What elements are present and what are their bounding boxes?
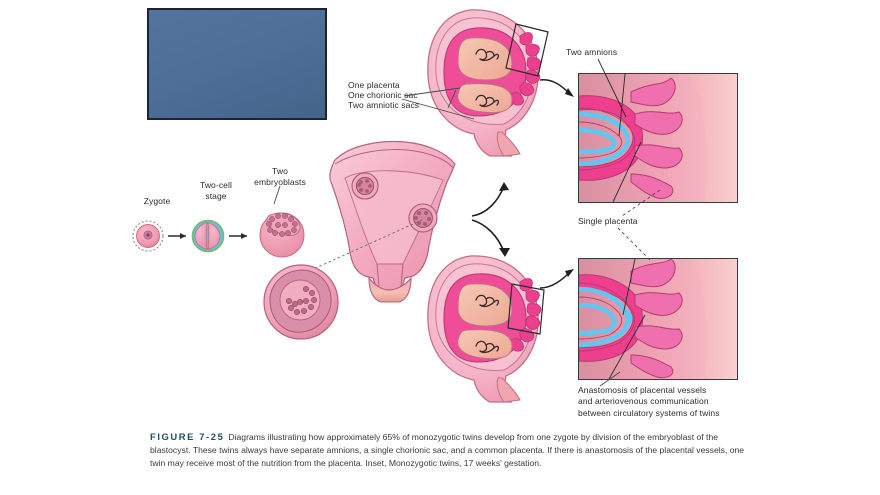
leader-chorionic-sac xyxy=(403,86,464,110)
arrow-zygote-to-two-cell xyxy=(168,233,186,239)
fundus-arc xyxy=(334,149,454,169)
leader-two-embryoblasts xyxy=(270,185,294,208)
twins-lower-panel xyxy=(408,252,568,403)
label-two-embryoblasts: Two embryoblasts xyxy=(254,166,306,187)
implantation-site-upper xyxy=(351,172,379,200)
amnion-outlines-upper xyxy=(579,107,635,171)
embryoblast-cluster xyxy=(285,285,318,316)
embryo-upper-2 xyxy=(475,294,500,308)
label-single-placenta: Single placenta xyxy=(578,216,638,226)
leader-single-placenta-up xyxy=(620,189,664,218)
label-zygote: Zygote xyxy=(143,196,171,206)
arrow-to-detail-lower xyxy=(538,262,580,296)
twins-upper-panel xyxy=(408,6,568,157)
two-cell-stage-illustration xyxy=(191,219,225,253)
embryo-lower-2 xyxy=(475,340,500,354)
cervix-upper xyxy=(496,131,521,157)
label-two-amniotic-sacs: Two amniotic sacs xyxy=(348,100,420,110)
detail-bracket-lower xyxy=(507,283,545,335)
embryo-upper xyxy=(475,48,500,62)
implantation-site-lower xyxy=(408,203,438,233)
detail-panel-upper xyxy=(578,73,738,203)
panel-leaders-lower xyxy=(608,259,646,379)
arrowhead-lower xyxy=(499,248,510,257)
cervix-lower xyxy=(496,377,521,403)
development-stage-sequence xyxy=(130,205,325,267)
panel-leaders-upper xyxy=(612,74,642,202)
two-embryoblasts-illustration xyxy=(259,212,305,258)
stem-villi-lower xyxy=(630,259,683,378)
zygote-illustration xyxy=(132,220,164,252)
arrowhead-upper xyxy=(499,182,509,191)
villi-detail-upper-svg xyxy=(579,74,737,202)
uterus-panel xyxy=(305,138,475,306)
chorionic-villi-lower xyxy=(510,278,542,352)
stem-villi-upper xyxy=(630,77,683,199)
amnion-vessels-upper xyxy=(579,111,630,167)
villi-detail-lower-svg xyxy=(579,259,737,379)
embryo-lower xyxy=(475,94,500,108)
inset-photo-twins xyxy=(147,8,327,120)
leader-one-placenta-to-uterus xyxy=(400,95,480,135)
maternal-side-bg-2 xyxy=(687,259,737,379)
figure-number: FIGURE 7-25 xyxy=(150,431,225,442)
amnion-outlines-lower xyxy=(579,282,635,352)
detail-bracket-upper xyxy=(505,23,549,77)
figure-caption-text: Diagrams illustrating how approximately … xyxy=(150,432,745,469)
label-two-amnions: Two amnions xyxy=(566,47,618,57)
embryoblast-cells xyxy=(266,213,298,237)
cervical-canal xyxy=(376,263,404,287)
arrow-two-cell-to-embryoblasts xyxy=(229,233,247,239)
label-one-placenta: One placenta xyxy=(348,80,400,90)
chorionic-villi-upper xyxy=(510,32,542,106)
photo-background xyxy=(149,10,325,118)
arrow-to-detail-upper xyxy=(538,72,580,106)
cervix xyxy=(368,276,412,303)
anastomosing-vessels xyxy=(579,286,633,348)
leader-two-amnions xyxy=(596,57,632,119)
label-anastomosis: Anastomosis of placental vessels and art… xyxy=(578,385,720,418)
label-two-cell-stage: Two-cell stage xyxy=(200,180,232,201)
detail-panel-lower xyxy=(578,258,738,380)
maternal-side-bg xyxy=(687,74,737,202)
blastocyst-magnified-panel xyxy=(256,256,348,348)
branching-arrows xyxy=(470,160,540,270)
leader-single-placenta-down xyxy=(614,227,658,262)
leader-anastomosis xyxy=(598,371,624,388)
